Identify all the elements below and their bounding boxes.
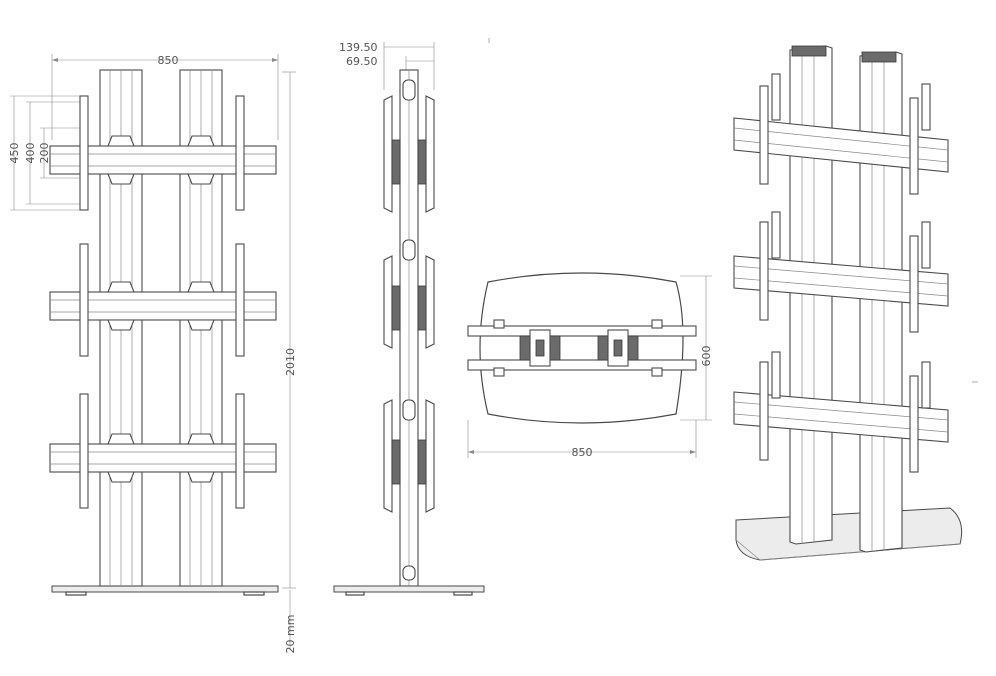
- front-width-label: 850: [158, 54, 179, 67]
- side-view: 139.50 69.50: [333, 41, 485, 596]
- front-rail-middle: [49, 243, 277, 357]
- iso-rail-middle: [733, 211, 949, 333]
- side-brackets-middle: [383, 255, 435, 349]
- side-brackets-bottom: [383, 399, 435, 513]
- top-depth-label: 600: [700, 346, 713, 367]
- iso-base-plate: [735, 507, 963, 561]
- top-column-clamp-right: [597, 329, 639, 367]
- top-column-clamp-left: [519, 329, 561, 367]
- front-height-label: 2010: [284, 348, 297, 376]
- front-view: 850 2010 20 mm 450 400 200: [8, 54, 297, 653]
- vesa-450-label: 450: [8, 143, 21, 164]
- vesa-200-label: 200: [38, 143, 51, 164]
- base-thickness-label: 20 mm: [284, 615, 297, 654]
- isometric-view: [733, 45, 963, 561]
- side-base-plate: [333, 585, 485, 593]
- iso-rail-bottom: [733, 351, 949, 473]
- front-rail-bottom: [49, 393, 277, 509]
- top-rail-upper: [467, 325, 697, 337]
- side-brackets-top: [383, 95, 435, 213]
- top-rail-lower: [467, 359, 697, 371]
- top-base-plate: [479, 272, 684, 424]
- front-rail-top: [49, 95, 277, 211]
- front-base-plate: [51, 585, 279, 593]
- iso-rail-top: [733, 73, 949, 195]
- vesa-400-label: 400: [24, 143, 37, 164]
- top-width-label: 850: [572, 446, 593, 459]
- offset-label-2: 69.50: [346, 55, 378, 68]
- top-view: 600 850: [467, 272, 713, 459]
- offset-label-1: 139.50: [339, 41, 378, 54]
